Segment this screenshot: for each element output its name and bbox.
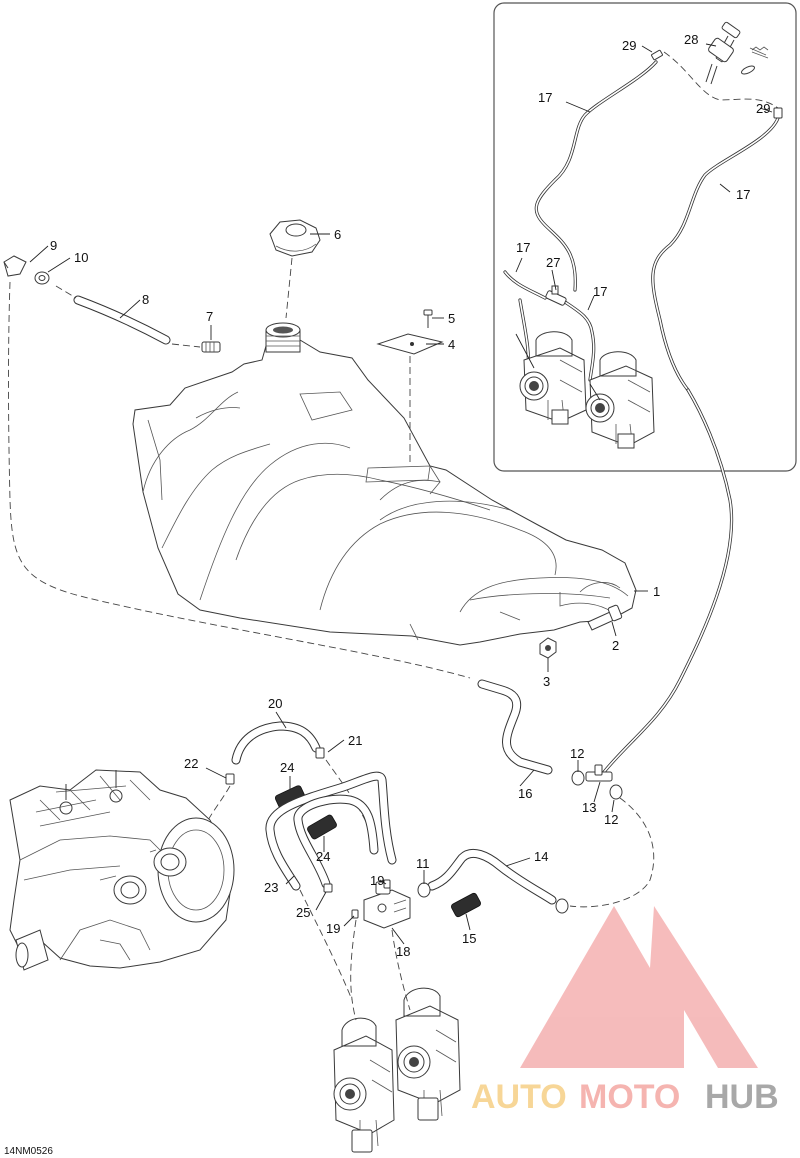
watermark-text-hub: HUB <box>705 1078 779 1116</box>
sender-screw <box>423 309 433 328</box>
callout-17-left: 17 <box>516 240 530 255</box>
callout-19-upper: 19 <box>370 873 384 888</box>
fitting-19-upper <box>383 879 391 889</box>
callout-3: 3 <box>543 674 550 689</box>
primer-fitting-upper <box>651 49 663 61</box>
hose-clamp-left <box>571 770 585 786</box>
callout-13: 13 <box>582 800 596 815</box>
pulse-dashed-b <box>391 929 411 1011</box>
callout-12-lower: 12 <box>604 812 618 827</box>
primer-pump <box>705 21 769 85</box>
fuel-tank <box>132 339 637 646</box>
vent-dashed-a <box>55 285 77 299</box>
callout-12-upper: 12 <box>570 746 584 761</box>
callout-28: 28 <box>684 32 698 47</box>
callout-4: 4 <box>448 337 455 352</box>
tank-bolt <box>587 604 623 631</box>
hose-clamp-11 <box>417 882 431 898</box>
fuel-hose-14 <box>427 849 557 905</box>
pulse-dashed-a <box>350 919 357 1021</box>
callout-18: 18 <box>396 944 410 959</box>
callout-labels: 1 2 3 4 5 6 7 8 9 10 11 12 12 13 14 15 1… <box>50 32 770 959</box>
callout-24-lower: 24 <box>316 849 330 864</box>
fuel-cap <box>269 219 321 257</box>
diagram-reference-code: 14NM0526 <box>4 1146 53 1157</box>
vent-dashed-22 <box>205 785 231 825</box>
fitting-21 <box>315 747 325 759</box>
callout-22: 22 <box>184 756 198 771</box>
inset-carburetor-left <box>519 331 587 425</box>
watermark-logo-mark <box>520 906 758 1068</box>
callout-20: 20 <box>268 696 282 711</box>
callout-19-lower: 19 <box>326 921 340 936</box>
hose-clamp-right <box>609 784 623 800</box>
watermark-text-moto: MOTO <box>579 1078 680 1116</box>
hose-sleeve-24-lower <box>307 814 337 840</box>
callout-2: 2 <box>612 638 619 653</box>
fuel-tee-fitting <box>585 764 613 782</box>
inset-arrow-left <box>515 333 535 369</box>
callout-27: 27 <box>546 255 560 270</box>
callout-11: 11 <box>416 856 430 871</box>
vent-hose-20 <box>231 721 321 765</box>
inset-arrow-right <box>589 383 601 401</box>
callout-6: 6 <box>334 227 341 242</box>
sender-plate <box>376 333 444 355</box>
primer-dashed-link <box>663 51 779 109</box>
engine <box>9 769 235 971</box>
primer-fitting-right <box>773 107 783 119</box>
fuel-dashed-to-hose <box>569 797 655 908</box>
fuel-hose-16 <box>477 679 553 775</box>
leader-lines <box>29 43 773 945</box>
fitting-22 <box>225 773 235 785</box>
primer-line-lower <box>503 270 596 382</box>
callout-21: 21 <box>348 733 362 748</box>
callout-23: 23 <box>264 880 278 895</box>
callout-17-mid: 17 <box>593 284 607 299</box>
callout-17-top: 17 <box>538 90 552 105</box>
hose-sleeve-15 <box>451 892 481 918</box>
watermark-text-auto: AUTO <box>471 1078 567 1116</box>
callout-9: 9 <box>50 238 57 253</box>
callout-16: 16 <box>518 786 532 801</box>
cap-dashed-line <box>285 257 293 319</box>
fuel-pump <box>363 881 411 929</box>
callout-15: 15 <box>462 931 476 946</box>
callout-17-right: 17 <box>736 187 750 202</box>
primer-line-right <box>651 116 780 392</box>
callout-25: 25 <box>296 905 310 920</box>
callout-29-upper: 29 <box>622 38 636 53</box>
watermark-logo: AUTO MOTO HUB <box>471 906 779 1116</box>
vent-check-valve <box>201 341 221 353</box>
vent-dashed-b <box>171 343 201 348</box>
hose-clamp-14 <box>555 898 569 914</box>
tank-filler-neck <box>265 322 301 353</box>
tank-nut <box>539 637 557 659</box>
callout-24-upper: 24 <box>280 760 294 775</box>
callout-29-right: 29 <box>756 101 770 116</box>
vent-grommet <box>34 271 50 285</box>
primer-line-upper <box>534 60 658 292</box>
carburetor-front <box>333 1017 395 1153</box>
carburetor-rear <box>395 987 461 1121</box>
callout-14: 14 <box>534 849 548 864</box>
vent-hose <box>73 295 171 345</box>
callout-10: 10 <box>74 250 88 265</box>
callout-5: 5 <box>448 311 455 326</box>
fitting-25 <box>323 883 333 893</box>
detail-inset-frame <box>493 2 797 472</box>
vent-dashed-21 <box>325 759 371 831</box>
pulse-dashed-c <box>299 889 353 1001</box>
callout-8: 8 <box>142 292 149 307</box>
inset-carburetor-right <box>585 351 655 449</box>
vent-elbow-fitting <box>3 255 27 277</box>
callout-1: 1 <box>653 584 660 599</box>
vent-dashed-route <box>8 281 471 679</box>
fuel-hose-23 <box>265 771 397 891</box>
callout-7: 7 <box>206 309 213 324</box>
